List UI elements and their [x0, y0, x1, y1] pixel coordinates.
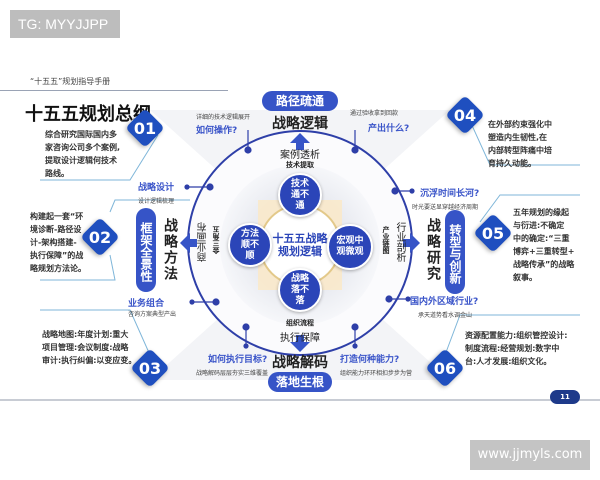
- section-03-badge: 03: [130, 348, 170, 388]
- section-06-badge: 06: [425, 348, 465, 388]
- section-01-text: 综合研究国际国内多家咨询公司多个案例,提取设计逻辑何技术路线。: [45, 130, 121, 178]
- bubble-left: 方法顺不顺: [228, 223, 272, 267]
- header-text: “十五五”规划指导手册: [30, 77, 111, 86]
- website-watermark: www.jjmyls.com: [470, 440, 590, 470]
- question-strategy-design: 战略设计设计逻辑梳理: [138, 183, 175, 205]
- top-pill: 路径疏通: [262, 91, 338, 111]
- bubble-top: 技术通不通: [278, 173, 322, 217]
- ring-left-sub: 金三角五: [212, 226, 220, 254]
- ring-right-sub: 产业链图: [382, 226, 390, 254]
- section-02-text: 构建起一套“环境诊断-路径设计-架构搭建-执行保障”的战略规划方法论。: [30, 212, 86, 273]
- section-05-badge: 05: [473, 213, 513, 253]
- left-pill: 框架全景性: [136, 208, 156, 292]
- header-divider: [0, 90, 228, 91]
- question-output: 通过验收拿到回款产出什么?: [350, 110, 410, 134]
- center-title: 十五五战略规划逻辑: [272, 232, 328, 258]
- ring-top-sub: 技术提取: [286, 161, 314, 169]
- ring-right-label: 行业剖析: [394, 222, 405, 262]
- question-business-portfolio: 业务组合咨询方案典型产出: [128, 299, 177, 318]
- right-heading: 战略研究: [425, 218, 441, 282]
- ring-bottom-label: 执行保障: [280, 333, 320, 344]
- question-time-river: 沉浮时间长河?时光要送显穿越经济周期: [412, 189, 480, 211]
- bottom-heading: 战略解码: [272, 355, 328, 371]
- page-title: 十五五规划总纲: [25, 104, 151, 125]
- ring-left-label: 商业画布: [198, 222, 209, 262]
- right-pill: 转型与创新: [445, 210, 465, 294]
- question-how-operate: 详细的技术逻辑展开如何操作?: [196, 114, 251, 136]
- section-04-badge: 04: [445, 95, 485, 135]
- ring-top-label: 案例透析: [280, 150, 320, 161]
- top-heading: 战略逻辑: [272, 116, 328, 132]
- question-execute-goals: 如何执行目标?战略解码层层夯实三维覆盖: [196, 355, 269, 377]
- bubble-bottom: 战略落不落: [278, 268, 322, 312]
- question-build-capability: 打造何种能力?组织能力环环相扣步步为营: [340, 355, 413, 377]
- watermark-tag: TG: MYYJJPP: [10, 10, 120, 38]
- page-number: 11: [550, 390, 580, 404]
- ring-bottom-sub: 组织流程: [286, 319, 314, 327]
- section-02-badge: 02: [80, 217, 120, 257]
- section-05-text: 五年规划的缘起与衍进:不确定中的确定:“三重博弈+三重转型+战略传承”的战略叙事…: [513, 208, 575, 282]
- section-04-text: 在外部约束强化中塑造内生韧性,在内部转型阵痛中培育持久动能。: [488, 120, 552, 168]
- bottom-pill: 落地生根: [268, 372, 332, 392]
- bubble-right: 宏观中观微观: [327, 224, 373, 270]
- left-heading: 战略方法: [162, 218, 178, 282]
- section-03-text: 战略地图:年度计划:重大项目管理:会议制度:战略审计:执行纠偏:以变应变。: [42, 330, 137, 365]
- question-regional-industry: 国内外区域行业?承天道势看水调金山: [410, 297, 479, 319]
- section-06-text: 资源配置能力:组织管控设计:制度流程:经营规划:数字中台:人才发展:组织文化。: [465, 331, 568, 366]
- section-01-badge: 01: [125, 108, 165, 148]
